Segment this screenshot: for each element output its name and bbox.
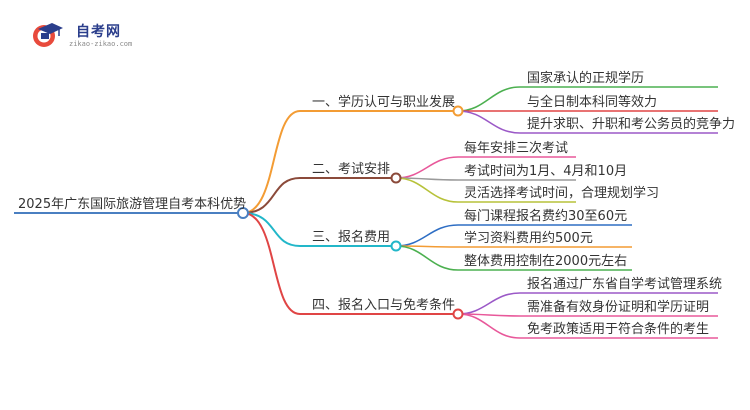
branch-connector: [242, 177, 301, 214]
leaf-connector: [457, 86, 521, 112]
logo-subtitle: zikao-zikao.com: [69, 40, 133, 48]
leaf-topic: 提升求职、升职和考公务员的竞争力: [527, 117, 736, 132]
branch-connector: [242, 110, 301, 214]
leaf-topic: 免考政策适用于符合条件的考生: [527, 322, 710, 337]
leaf-topic: 报名通过广东省自学考试管理系统: [527, 277, 723, 292]
branch-connector: [242, 212, 301, 315]
branch-node-circle: [390, 240, 402, 252]
branch-node-circle: [390, 172, 402, 184]
leaf-connector: [457, 292, 521, 315]
leaf-topic: 灵活选择考试时间，合理规划学习: [464, 186, 660, 201]
root-topic: 2025年广东国际旅游管理自考本科优势: [18, 197, 247, 212]
leaf-topic: 与全日制本科同等效力: [527, 95, 658, 110]
leaf-topic: 国家承认的正规学历: [527, 71, 645, 86]
branch-node-circle: [452, 105, 464, 117]
site-logo[interactable]: 自考网 zikao-zikao.com: [30, 18, 150, 52]
leaf-topic: 学习资料费用约500元: [464, 231, 593, 246]
leaf-topic: 每门课程报名费约30至60元: [464, 209, 628, 224]
branch-topic-4: 四、报名入口与免考条件: [312, 298, 456, 313]
branch-node-circle: [452, 308, 464, 320]
branch-topic-1: 一、学历认可与职业发展: [312, 95, 456, 110]
graduation-cap-logo-icon: [33, 23, 63, 47]
branch-topic-3: 三、报名费用: [312, 230, 391, 245]
leaf-connector: [395, 156, 459, 179]
branch-connector: [242, 212, 301, 247]
root-node-circle: [237, 207, 249, 219]
leaf-connector: [395, 224, 459, 247]
leaf-topic: 需准备有效身份证明和学历证明: [527, 300, 710, 315]
leaf-connector: [395, 245, 459, 271]
leaf-topic: 考试时间为1月、4月和10月: [464, 164, 628, 179]
branch-topic-2: 二、考试安排: [312, 162, 391, 177]
leaf-connector: [457, 110, 521, 134]
leaf-topic: 每年安排三次考试: [464, 141, 569, 156]
logo-title: 自考网: [76, 24, 121, 40]
leaf-topic: 整体费用控制在2000元左右: [464, 254, 628, 269]
leaf-connector: [457, 313, 521, 339]
leaf-connector: [395, 177, 459, 203]
